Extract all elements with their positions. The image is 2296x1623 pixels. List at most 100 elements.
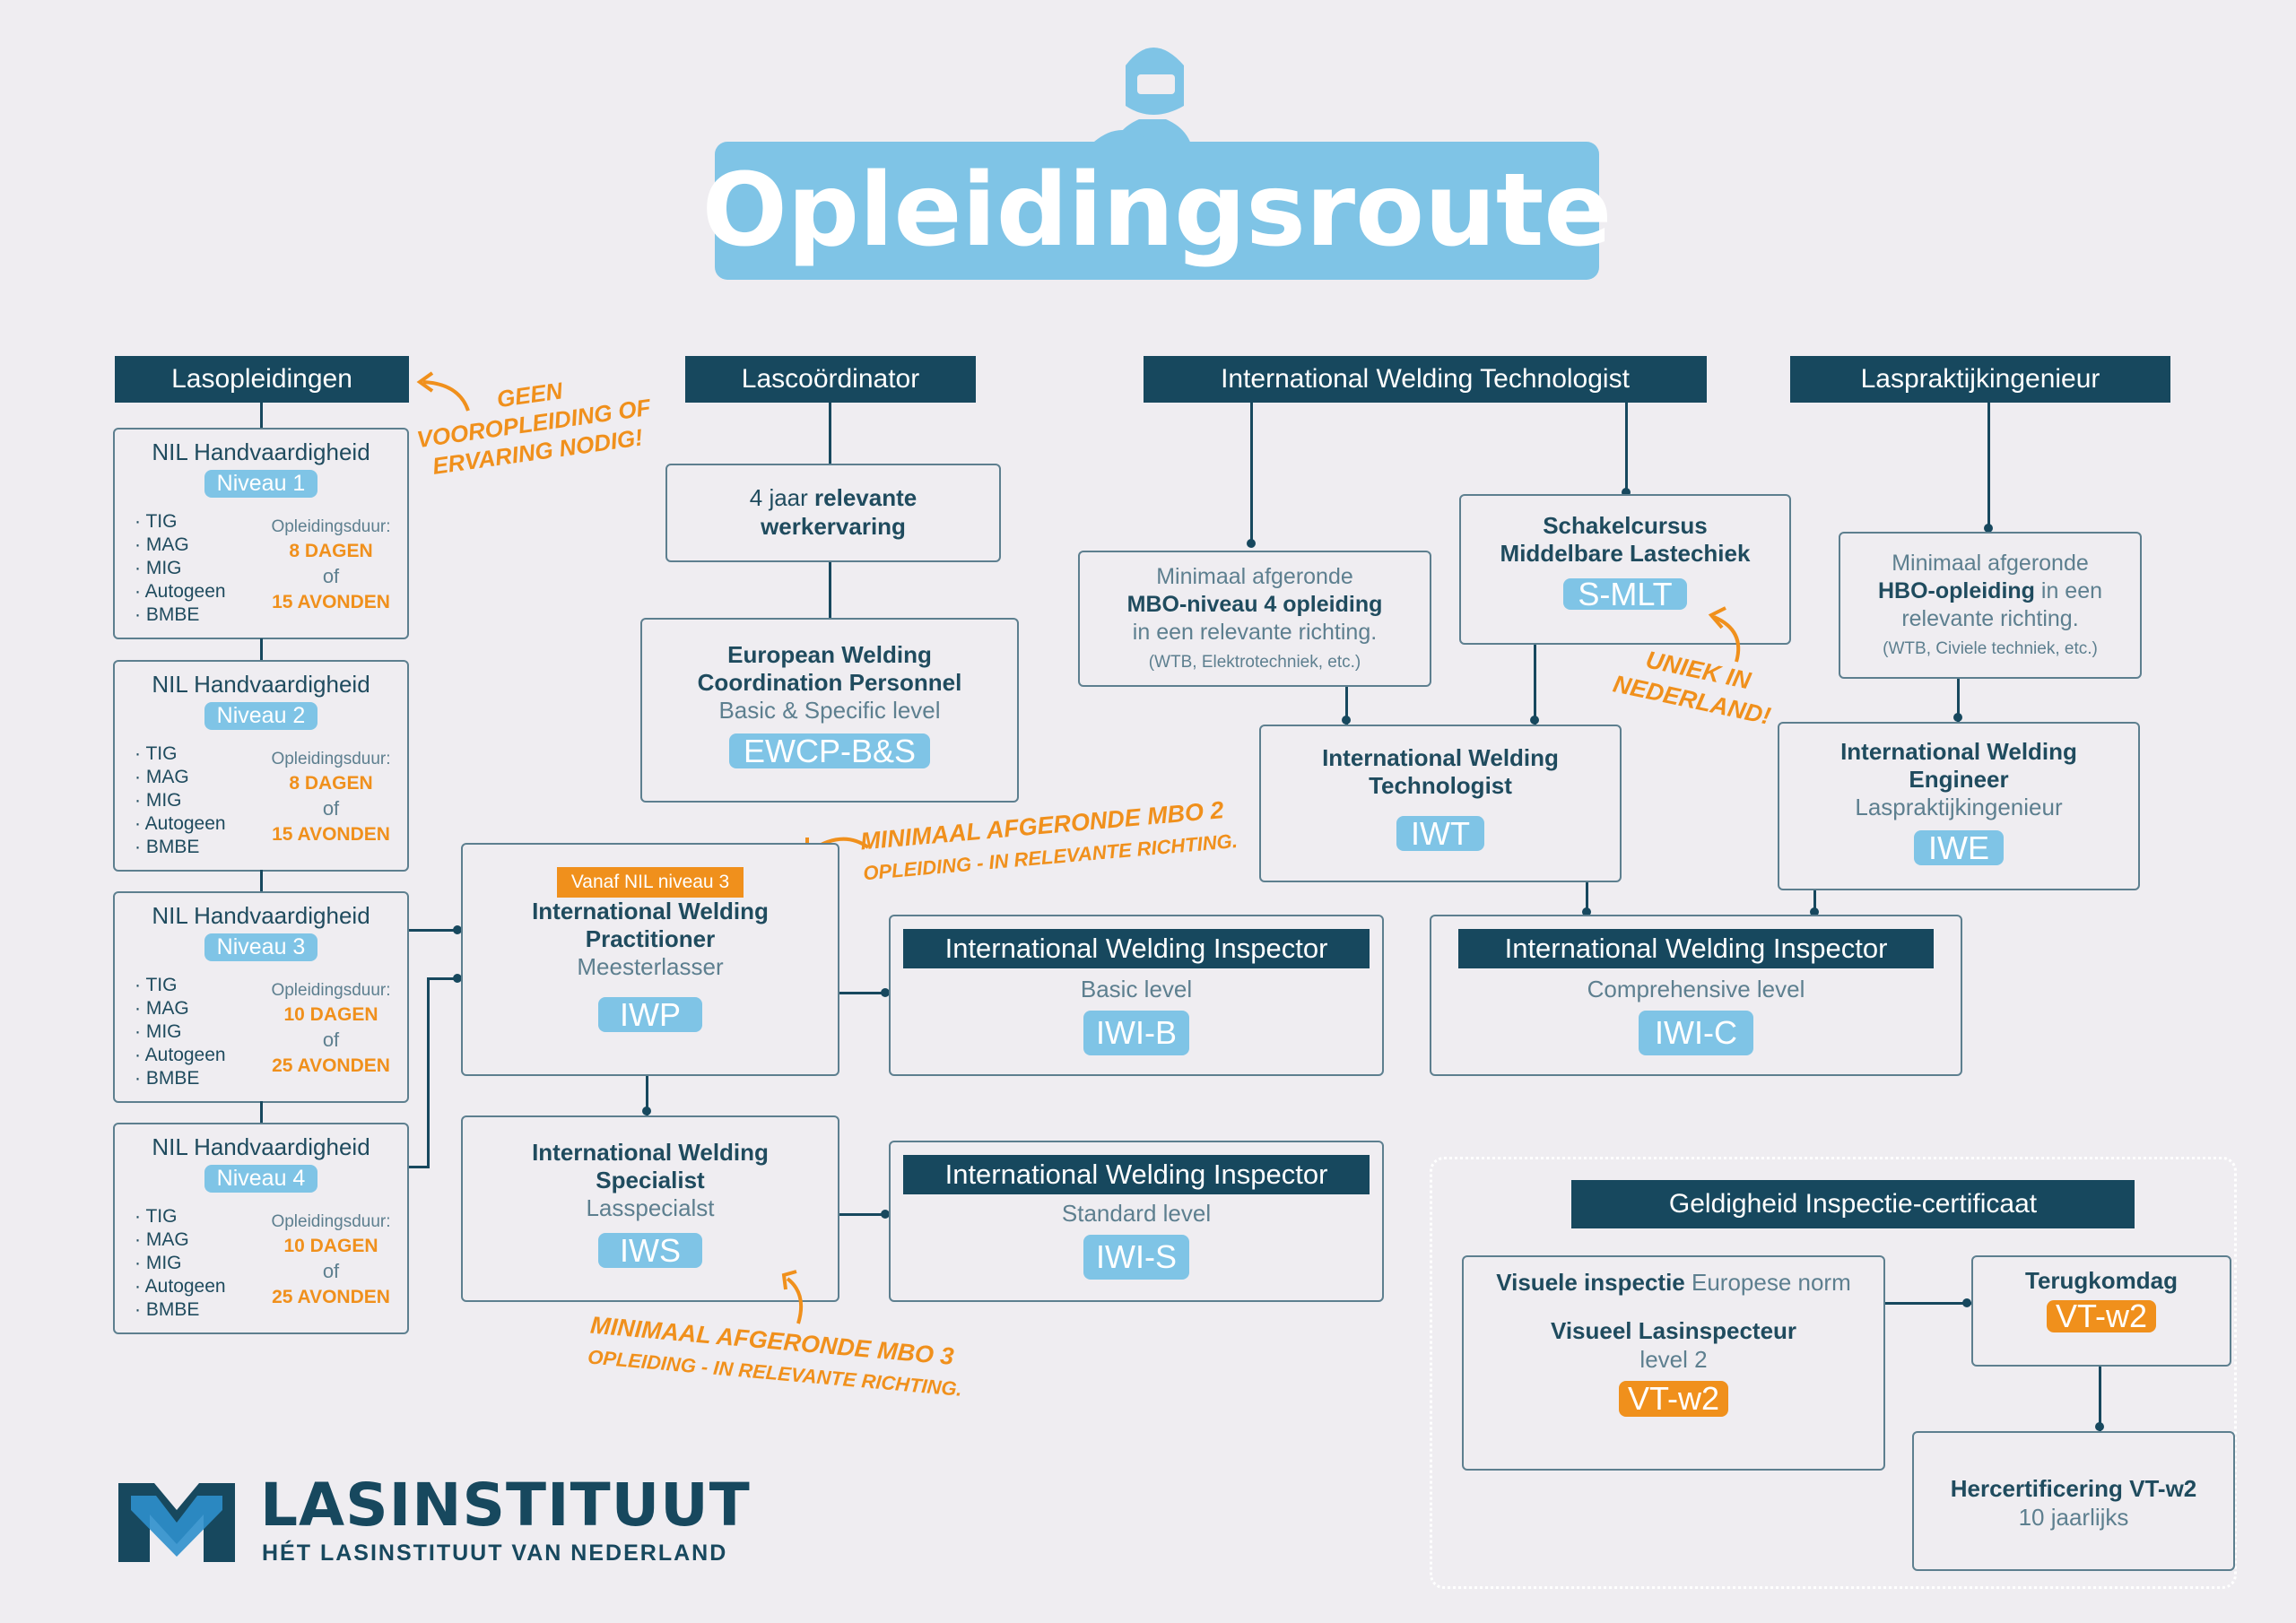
connector-dot: [1582, 907, 1591, 916]
duration-label: Opleidingsduur:: [271, 981, 391, 1000]
nil-technique: · MIG: [135, 1253, 182, 1273]
visuele-inspectie-box: Visuele inspectie Europese norm Visueel …: [1462, 1255, 1885, 1471]
hercertificering-box: Hercertificering VT-w2 10 jaarlijks: [1912, 1431, 2235, 1571]
mbo4-bold: MBO-niveau 4 opleiding: [1126, 592, 1383, 617]
iwib-subtitle: Basic level: [1080, 976, 1193, 1002]
iwic-code: IWI-C: [1639, 1011, 1753, 1055]
hercertificering-title: Hercertificering VT-w2: [1950, 1475, 2197, 1502]
duration-evenings: 25 AVONDEN: [272, 1287, 390, 1307]
iws-box: International Welding Specialist Lasspec…: [461, 1115, 839, 1302]
connector: [1345, 687, 1348, 725]
iwp-box: Vanaf NIL niveau 3 International Welding…: [461, 843, 839, 1076]
iws-code: IWS: [598, 1233, 702, 1268]
connector-dot: [2095, 1422, 2104, 1431]
nil-technique: · TIG: [135, 511, 178, 532]
iwib-header: International Welding Inspector: [903, 929, 1370, 968]
iwib-box: International Welding Inspector Basic le…: [889, 915, 1384, 1076]
iwis-code: IWI-S: [1083, 1235, 1189, 1280]
duration-label: Opleidingsduur:: [271, 750, 391, 768]
connector: [427, 977, 461, 980]
duration-label: Opleidingsduur:: [271, 1212, 391, 1231]
hbo-text: Minimaal afgeronde: [1892, 551, 2089, 576]
nil-technique: · Autogeen: [135, 813, 226, 834]
iwib-code: IWI-B: [1083, 1011, 1189, 1055]
hbo-note: (WTB, Civiele techniek, etc.): [1883, 639, 2098, 658]
connector-dot: [1984, 524, 1993, 533]
logo-tagline: HÉT LASINSTITUUT VAN NEDERLAND: [262, 1541, 728, 1566]
ewcp-box: European Welding Coordination Personnel …: [640, 618, 1019, 803]
arrow-icon: [1700, 599, 1763, 671]
iwt-code: IWT: [1396, 816, 1484, 851]
iwic-header: International Welding Inspector: [1458, 929, 1934, 968]
vtw2-code: VT-w2: [1618, 1381, 1729, 1417]
iwis-box: International Welding Inspector Standard…: [889, 1141, 1384, 1302]
header-lasopleidingen: Lasopleidingen: [115, 356, 409, 403]
connector-dot: [1953, 713, 1962, 722]
duration-evenings: 15 AVONDEN: [272, 824, 390, 845]
header-laspraktijkingenieur: Laspraktijkingenieur: [1790, 356, 2170, 403]
page-title: Opleidingsroute: [701, 152, 1613, 269]
connector-dot: [1810, 907, 1819, 916]
connector: [260, 870, 263, 891]
nil-technique: · BMBE: [135, 1299, 200, 1320]
connector-dot: [881, 1210, 890, 1219]
iwp-subtitle: Meesterlasser: [577, 953, 724, 980]
nil-technique: · Autogeen: [135, 581, 226, 602]
smlt-title: Middelbare Lastechiek: [1500, 540, 1751, 567]
lasinstituut-logo-icon: [118, 1483, 235, 1562]
smlt-title: Schakelcursus: [1543, 512, 1708, 539]
duration-label: Opleidingsduur:: [271, 517, 391, 536]
nil-niveau-badge: Niveau 2: [204, 702, 318, 730]
iws-title: International Welding: [532, 1139, 769, 1166]
nil-title: NIL Handvaardigheid: [152, 902, 370, 929]
nil-technique: · MIG: [135, 558, 182, 578]
logo-name: LASINSTITUUT: [260, 1471, 751, 1540]
nil-niveau-badge: Niveau 1: [204, 470, 318, 498]
nil-technique: · MAG: [135, 998, 189, 1019]
duration-days: 10 DAGEN: [283, 1004, 378, 1025]
iwt-box: International Welding Technologist IWT: [1259, 725, 1622, 882]
duration-or: of: [322, 1028, 340, 1051]
connector: [1957, 679, 1960, 722]
nil-technique: · TIG: [135, 1206, 178, 1227]
duration-days: 8 DAGEN: [289, 773, 373, 794]
connector: [1534, 645, 1536, 725]
connector: [646, 1076, 648, 1115]
connector: [409, 1166, 429, 1168]
iwt-title: Technologist: [1369, 772, 1512, 799]
iwp-title: Practitioner: [585, 925, 716, 952]
nil-niveau-badge: Niveau 4: [204, 1165, 318, 1193]
nil-technique: · MAG: [135, 767, 189, 787]
iwe-subtitle: Laspraktijkingenieur: [1855, 794, 2063, 820]
nil-niveau-badge: Niveau 3: [204, 933, 318, 961]
hercertificering-sub: 10 jaarlijks: [2018, 1504, 2129, 1531]
annotation-mbo2: MINIMAAL AFGERONDE MBO 2 OPLEIDING - IN …: [859, 789, 1284, 890]
werkervaring-pre: 4 jaar: [749, 484, 808, 511]
nil-technique: · BMBE: [135, 1068, 200, 1089]
nil-technique: · Autogeen: [135, 1045, 226, 1065]
smlt-box: Schakelcursus Middelbare Lastechiek S-ML…: [1459, 494, 1791, 645]
connector-dot: [642, 1107, 651, 1115]
mbo4-note: (WTB, Elektrotechniek, etc.): [1148, 653, 1361, 672]
connector-dot: [1342, 716, 1351, 725]
connector-dot: [453, 974, 462, 983]
duration-evenings: 15 AVONDEN: [272, 592, 390, 612]
connector: [260, 638, 263, 660]
ewcp-code: EWCP-B&S: [728, 733, 931, 768]
nil-technique: · Autogeen: [135, 1276, 226, 1297]
hbo-text: in een: [2034, 578, 2103, 603]
hbo-bold: HBO-opleiding: [1877, 578, 2035, 603]
werkervaring-bold: werkervaring: [761, 513, 906, 540]
connector: [829, 403, 831, 464]
geldigheid-header: Geldigheid Inspectie-certificaat: [1571, 1180, 2135, 1228]
connector: [1987, 403, 1990, 532]
connector: [1625, 403, 1628, 494]
connector: [839, 1213, 890, 1216]
iwe-title: International Welding: [1840, 738, 2077, 765]
terugkomdag-box: Terugkomdag VT-w2: [1971, 1255, 2231, 1367]
nil-title: NIL Handvaardigheid: [152, 1133, 370, 1160]
iwic-subtitle: Comprehensive level: [1587, 976, 1805, 1002]
hbo-text: relevante richting.: [1901, 606, 2079, 631]
title-banner: Opleidingsroute: [702, 142, 1612, 280]
